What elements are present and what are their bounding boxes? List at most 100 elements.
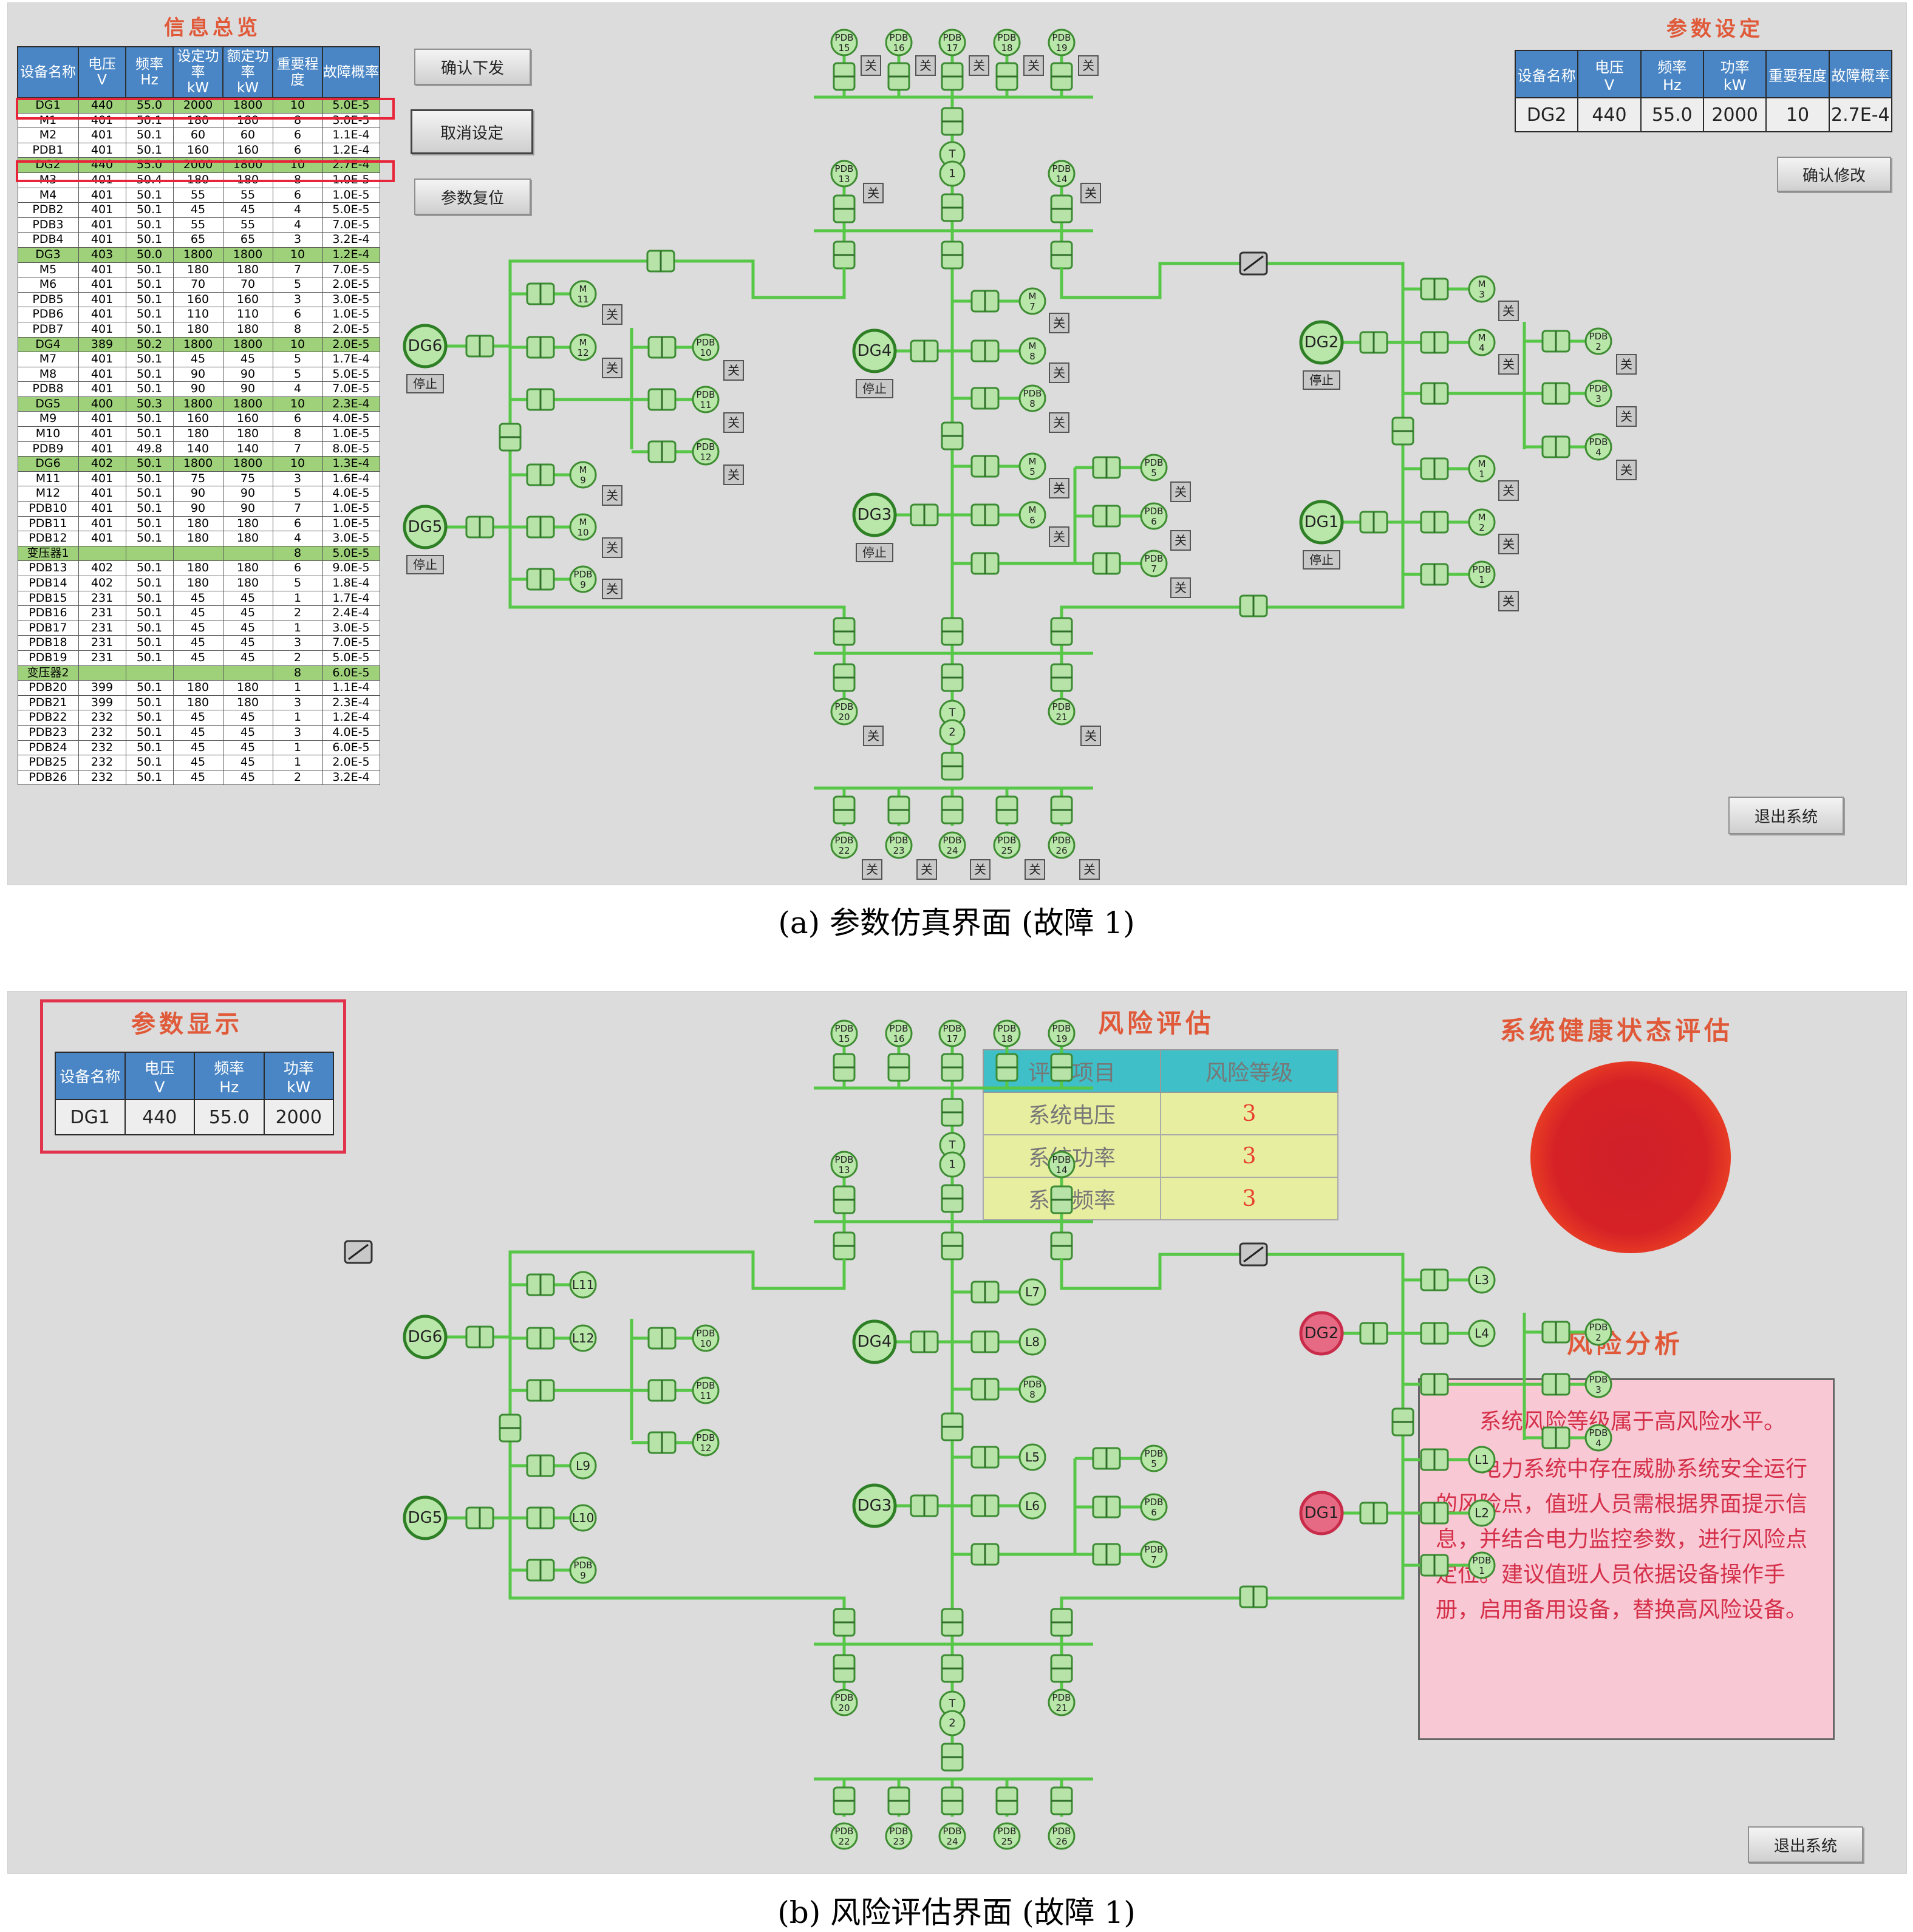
breaker[interactable]	[1050, 795, 1073, 825]
breaker[interactable]	[1050, 1654, 1073, 1683]
breaker[interactable]	[833, 1608, 856, 1637]
off-button[interactable]	[1616, 406, 1637, 427]
breaker[interactable]	[1359, 511, 1388, 534]
breaker[interactable]	[1420, 1502, 1449, 1525]
pdb-device[interactable]	[830, 1019, 858, 1047]
breaker[interactable]	[1239, 594, 1268, 617]
pdb-device[interactable]	[1140, 1444, 1168, 1472]
pdb-device[interactable]	[830, 831, 858, 859]
generator-dg1[interactable]	[1299, 500, 1344, 545]
breaker[interactable]	[465, 1325, 494, 1349]
breaker[interactable]	[1092, 552, 1121, 575]
cancel-setting-button[interactable]: 取消设定	[411, 109, 533, 154]
pdb-device[interactable]	[1584, 379, 1612, 407]
stop-button[interactable]	[406, 555, 444, 574]
breaker[interactable]	[941, 1654, 964, 1683]
pdb-device[interactable]	[1048, 1689, 1076, 1716]
breaker[interactable]	[526, 1559, 555, 1582]
breaker[interactable]	[1391, 1407, 1414, 1437]
breaker[interactable]	[941, 193, 964, 222]
pdb-device[interactable]	[692, 1376, 720, 1404]
breaker[interactable]	[833, 795, 856, 825]
load-device[interactable]	[569, 280, 597, 308]
load-device[interactable]	[1468, 508, 1496, 536]
pdb-device[interactable]	[692, 1429, 720, 1457]
exit-system-button-b[interactable]: 退出系统	[1748, 1826, 1863, 1863]
breaker[interactable]	[941, 1184, 964, 1213]
pdb-device[interactable]	[938, 29, 966, 56]
breaker[interactable]	[833, 194, 856, 223]
off-button[interactable]	[1498, 301, 1519, 321]
breaker[interactable]	[647, 440, 677, 463]
load-device[interactable]	[1018, 501, 1046, 529]
pdb-device[interactable]	[1468, 560, 1496, 588]
open-breaker[interactable]	[1239, 1242, 1268, 1267]
param-setting-value[interactable]: 2000	[1702, 97, 1767, 132]
breaker[interactable]	[1420, 457, 1449, 480]
breaker[interactable]	[941, 1608, 964, 1637]
pdb-device[interactable]	[885, 1822, 913, 1850]
breaker[interactable]	[526, 282, 555, 305]
breaker[interactable]	[941, 1053, 964, 1082]
off-button[interactable]	[862, 859, 882, 880]
breaker[interactable]	[970, 1494, 1000, 1517]
breaker[interactable]	[1092, 1495, 1121, 1519]
load-device[interactable]	[569, 333, 597, 361]
breaker[interactable]	[526, 1454, 555, 1477]
off-button[interactable]	[1170, 481, 1191, 502]
off-button[interactable]	[723, 412, 744, 433]
pdb-device[interactable]	[1584, 327, 1612, 355]
load-device[interactable]	[1018, 1443, 1046, 1471]
pdb-device[interactable]	[692, 333, 720, 361]
generator-dg2[interactable]	[1299, 320, 1344, 365]
pdb-device[interactable]	[830, 1151, 858, 1179]
generator-dg6[interactable]	[403, 324, 448, 369]
off-button[interactable]	[602, 537, 622, 558]
off-button[interactable]	[723, 360, 744, 381]
off-button[interactable]	[1616, 354, 1637, 375]
breaker[interactable]	[465, 335, 494, 358]
breaker[interactable]	[1050, 1786, 1073, 1815]
breaker[interactable]	[910, 1330, 939, 1353]
confirm-modify-button[interactable]: 确认修改	[1777, 157, 1891, 192]
breaker[interactable]	[941, 663, 964, 692]
breaker[interactable]	[887, 1053, 910, 1082]
breaker[interactable]	[1420, 382, 1449, 405]
off-button[interactable]	[1080, 726, 1101, 746]
breaker[interactable]	[1092, 456, 1121, 479]
breaker[interactable]	[1420, 1448, 1449, 1471]
breaker[interactable]	[526, 388, 555, 411]
breaker[interactable]	[970, 1281, 1000, 1304]
stop-button[interactable]	[856, 379, 893, 398]
pdb-device[interactable]	[830, 1689, 858, 1716]
pdb-device[interactable]	[993, 1822, 1021, 1850]
breaker[interactable]	[1541, 382, 1570, 405]
pdb-device[interactable]	[885, 1019, 913, 1047]
breaker[interactable]	[1050, 663, 1073, 692]
breaker[interactable]	[1359, 1502, 1388, 1525]
reset-params-button[interactable]: 参数复位	[414, 179, 531, 215]
off-button[interactable]	[602, 485, 622, 506]
pdb-device[interactable]	[993, 831, 1021, 859]
param-setting-value[interactable]: 10	[1765, 97, 1830, 132]
generator-dg3[interactable]	[852, 492, 897, 537]
